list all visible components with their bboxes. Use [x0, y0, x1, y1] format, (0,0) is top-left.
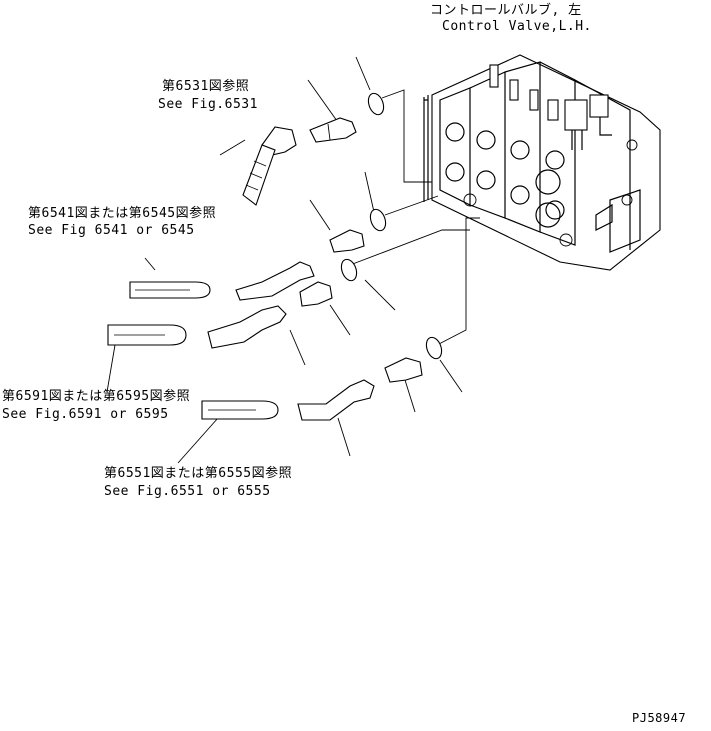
ref-6531-jp: 第6531図参照	[162, 79, 250, 94]
ref-6551-en: See Fig.6551 or 6555	[104, 484, 271, 499]
ref-6591-en: See Fig.6591 or 6595	[2, 407, 169, 422]
ref-6541-en: See Fig 6541 or 6545	[28, 223, 195, 238]
ref-6551-jp: 第6551図または第6555図参照	[104, 466, 293, 481]
title-jp: コントロールバルブ, 左	[430, 3, 582, 18]
reference-tubes	[107, 281, 279, 420]
control-valve-assembly	[423, 54, 661, 271]
leader-lines	[106, 56, 480, 464]
ref-6541-jp: 第6541図または第6545図参照	[28, 206, 217, 221]
adapters	[207, 117, 423, 421]
title-en: Control Valve,L.H.	[442, 19, 592, 34]
o-rings	[340, 92, 443, 360]
ref-6531-en: See Fig.6531	[158, 97, 258, 112]
ref-6591-jp: 第6591図または第6595図参照	[2, 389, 191, 404]
drawing-id: PJ58947	[632, 711, 687, 725]
